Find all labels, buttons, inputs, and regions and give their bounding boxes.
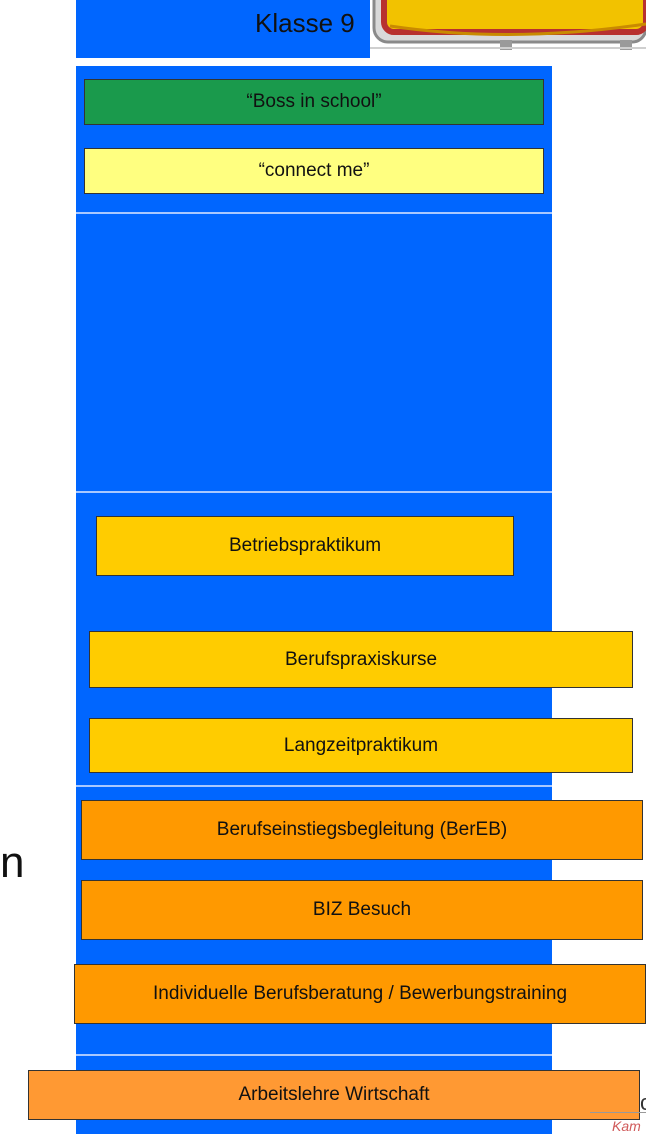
footer-caption-fragment: Kam <box>612 1118 641 1134</box>
box-label: BIZ Besuch <box>312 899 412 920</box>
class-title: Klasse 9 <box>255 8 355 38</box>
footer-line <box>590 1112 646 1113</box>
section-divider <box>76 212 552 214</box>
side-text-fragment: n <box>0 838 25 887</box>
blue-column <box>76 66 552 1134</box>
box-label: Betriebspraktikum <box>228 535 382 556</box>
section-divider <box>76 491 552 493</box>
box-boss-in-school: “Boss in school” <box>84 79 544 125</box>
box-label: Arbeitslehre Wirtschaft <box>238 1084 430 1105</box>
box-label: “connect me” <box>258 160 370 181</box>
footer-fragment: c <box>640 1090 646 1115</box>
box-berufsberatung: Individuelle Berufsberatung / Bewerbungs… <box>74 964 646 1024</box>
sign-image <box>370 0 646 50</box>
box-connect-me: “connect me” <box>84 148 544 194</box>
box-berufseinstiegsbegleitung: Berufseinstiegsbegleitung (BerEB) <box>81 800 643 860</box>
box-label: Langzeitpraktikum <box>283 734 439 756</box>
box-label: Berufseinstiegsbegleitung (BerEB) <box>216 819 508 840</box>
box-betriebspraktikum: Betriebspraktikum <box>96 516 514 576</box>
header-cell <box>76 0 370 58</box>
box-label: Individuelle Berufsberatung / Bewerbungs… <box>152 983 568 1004</box>
box-berufspraxiskurse: Berufspraxiskurse <box>89 631 633 688</box>
section-divider <box>76 785 552 787</box>
section-divider <box>76 1054 552 1056</box>
box-langzeitpraktikum: Langzeitpraktikum <box>89 718 633 773</box>
box-label: “Boss in school” <box>246 91 382 112</box>
box-biz-besuch: BIZ Besuch <box>81 880 643 940</box>
box-label: Berufspraxiskurse <box>284 648 438 670</box>
box-arbeitslehre-wirtschaft: Arbeitslehre Wirtschaft <box>28 1070 640 1120</box>
